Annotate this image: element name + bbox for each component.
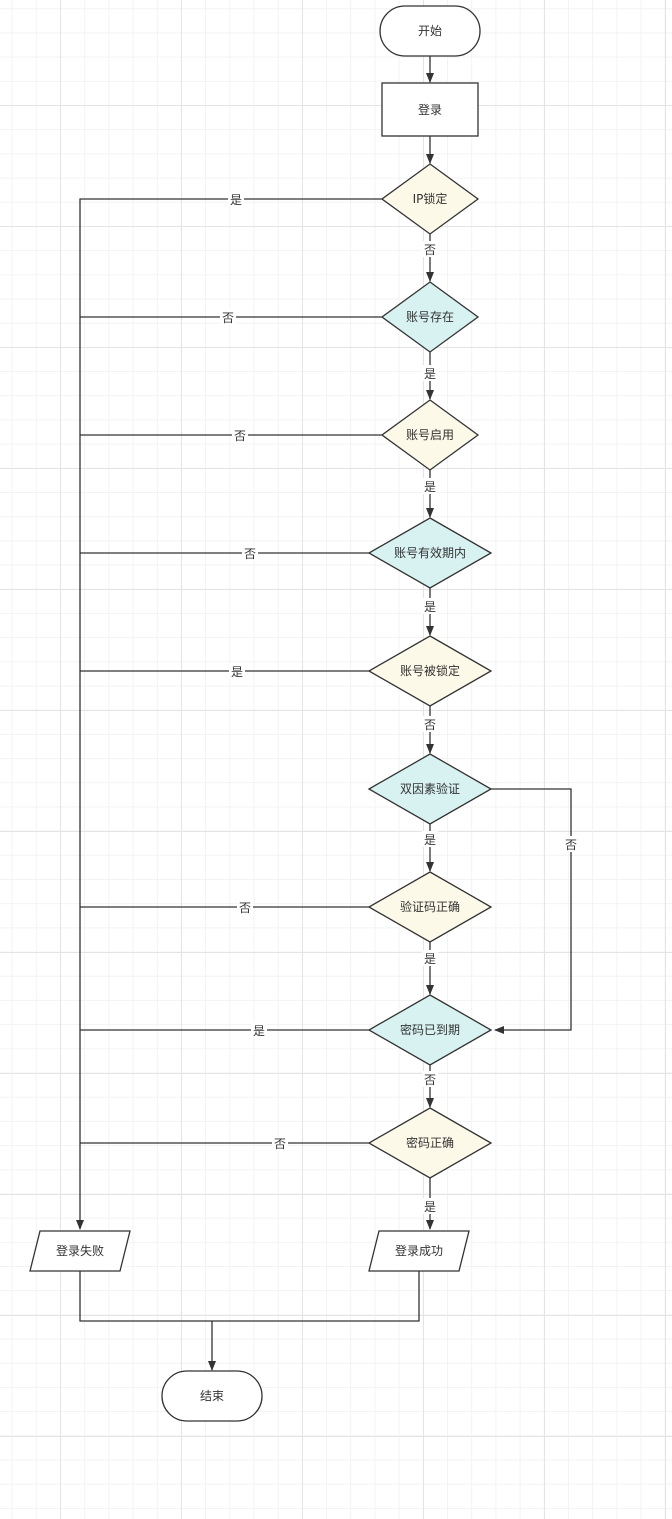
edge-label-ip-locked-yes: 是 [228,191,244,207]
node-end[interactable]: 结束 [161,1370,263,1422]
svg-text:是: 是 [230,193,242,207]
svg-text:否: 否 [239,901,251,915]
edge-labels: 是 否 否 是 否 是 否 是 [220,191,579,1214]
decision-ip-locked[interactable]: IP锁定 [380,163,480,235]
svg-text:开始: 开始 [418,24,442,38]
svg-text:是: 是 [424,480,436,494]
edge-label-account-enabled-no: 否 [232,427,248,443]
svg-text:否: 否 [222,311,234,325]
svg-text:是: 是 [424,952,436,966]
decision-code-correct[interactable]: 验证码正确 [367,871,493,943]
svg-text:是: 是 [424,367,436,381]
decision-account-locked[interactable]: 账号被锁定 [367,635,493,707]
edge-label-password-expired-no: 否 [422,1071,438,1087]
svg-text:是: 是 [231,665,243,679]
edge-two-factor-no [491,788,572,1034]
edge-label-account-exists-no: 否 [220,309,236,325]
node-login-failed[interactable]: 登录失败 [29,1230,131,1272]
svg-text:是: 是 [253,1024,265,1038]
svg-text:否: 否 [424,1073,436,1087]
svg-text:账号存在: 账号存在 [406,310,454,324]
svg-text:是: 是 [424,1200,436,1214]
edge-label-code-correct-yes: 是 [422,950,438,966]
edge-label-password-correct-no: 否 [272,1135,288,1151]
svg-text:否: 否 [244,547,256,561]
svg-text:登录成功: 登录成功 [395,1243,443,1258]
decision-account-exists[interactable]: 账号存在 [380,281,480,353]
edges [76,56,572,1371]
svg-text:是: 是 [424,600,436,614]
svg-text:是: 是 [424,833,436,847]
edge-label-two-factor-no: 否 [563,836,579,852]
edge-label-account-enabled-yes: 是 [422,478,438,494]
svg-text:登录失败: 登录失败 [56,1243,104,1258]
decision-two-factor[interactable]: 双因素验证 [367,753,493,825]
edge-label-account-exists-yes: 是 [422,365,438,381]
decision-password-correct[interactable]: 密码正确 [367,1107,493,1179]
svg-text:账号有效期内: 账号有效期内 [394,545,466,560]
svg-text:账号启用: 账号启用 [406,428,454,442]
edge-label-ip-locked-no: 否 [422,241,438,257]
decision-password-expired[interactable]: 密码已到期 [367,994,493,1066]
node-login[interactable]: 登录 [381,82,479,137]
svg-text:否: 否 [274,1137,286,1151]
svg-text:账号被锁定: 账号被锁定 [400,663,460,678]
decision-account-enabled[interactable]: 账号启用 [380,399,480,471]
svg-text:密码已到期: 密码已到期 [400,1022,460,1037]
node-start[interactable]: 开始 [379,5,481,57]
edge-label-account-locked-yes: 是 [229,663,245,679]
svg-text:否: 否 [234,429,246,443]
edge-label-password-expired-yes: 是 [251,1022,267,1038]
edge-login-failed-end [79,1271,212,1322]
edge-label-account-in-validity-no: 否 [242,545,258,561]
svg-text:双因素验证: 双因素验证 [400,781,460,796]
edge-label-code-correct-no: 否 [237,899,253,915]
decision-account-in-validity[interactable]: 账号有效期内 [367,517,493,589]
svg-text:否: 否 [565,838,577,852]
edge-label-two-factor-yes: 是 [422,831,438,847]
svg-text:登录: 登录 [418,102,442,117]
svg-text:否: 否 [424,718,436,732]
edge-label-account-in-validity-yes: 是 [422,598,438,614]
svg-text:验证码正确: 验证码正确 [400,899,460,914]
edge-ip-locked-yes [76,198,382,1230]
svg-text:密码正确: 密码正确 [406,1135,454,1150]
svg-text:结束: 结束 [200,1389,224,1403]
nodes: 开始 登录 IP锁定 账号存在 账号启用 账号有效期内 账号被锁 [29,5,493,1422]
node-login-success[interactable]: 登录成功 [368,1230,470,1272]
edge-label-account-locked-no: 否 [422,716,438,732]
edge-login-success-end [212,1271,420,1322]
svg-text:IP锁定: IP锁定 [413,191,448,206]
edge-label-password-correct-yes: 是 [422,1198,438,1214]
svg-text:否: 否 [424,243,436,257]
